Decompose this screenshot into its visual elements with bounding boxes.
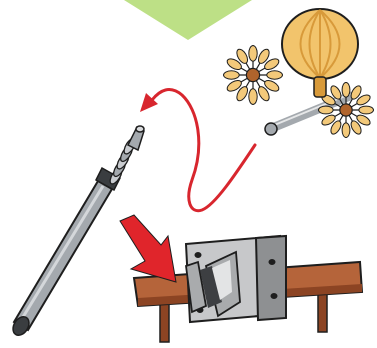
spinner-assembly bbox=[223, 9, 374, 138]
flower-center bbox=[246, 68, 259, 81]
flower-wheel-left bbox=[223, 45, 283, 105]
flower-petal bbox=[359, 106, 374, 114]
tool-tip-end bbox=[136, 126, 144, 132]
flower-petal bbox=[267, 71, 283, 79]
cylindrical-tool bbox=[10, 126, 144, 338]
flower-petal bbox=[319, 106, 334, 114]
bench-leg-right bbox=[318, 290, 327, 332]
spinner-axle-end bbox=[265, 123, 277, 135]
vise-side-bracket bbox=[256, 236, 286, 320]
flower-petal bbox=[342, 83, 350, 98]
vise-screw-hole bbox=[195, 252, 202, 258]
flower-center bbox=[340, 104, 352, 116]
flower-petal bbox=[249, 46, 257, 62]
ball-post bbox=[314, 77, 326, 97]
curved-arrow-line bbox=[152, 90, 255, 211]
vise-bracket-hole bbox=[271, 293, 278, 299]
red-pointer-arrow bbox=[120, 215, 176, 282]
curved-flow-arrow bbox=[140, 90, 255, 211]
top-indicator-triangle bbox=[124, 0, 252, 40]
flower-petal bbox=[342, 123, 350, 138]
tool-shaft-highlight bbox=[20, 186, 103, 322]
vise-bracket-hole bbox=[269, 259, 276, 265]
flower-petal bbox=[224, 71, 240, 79]
bench-leg-left bbox=[160, 300, 169, 342]
flower-petal bbox=[249, 89, 257, 105]
